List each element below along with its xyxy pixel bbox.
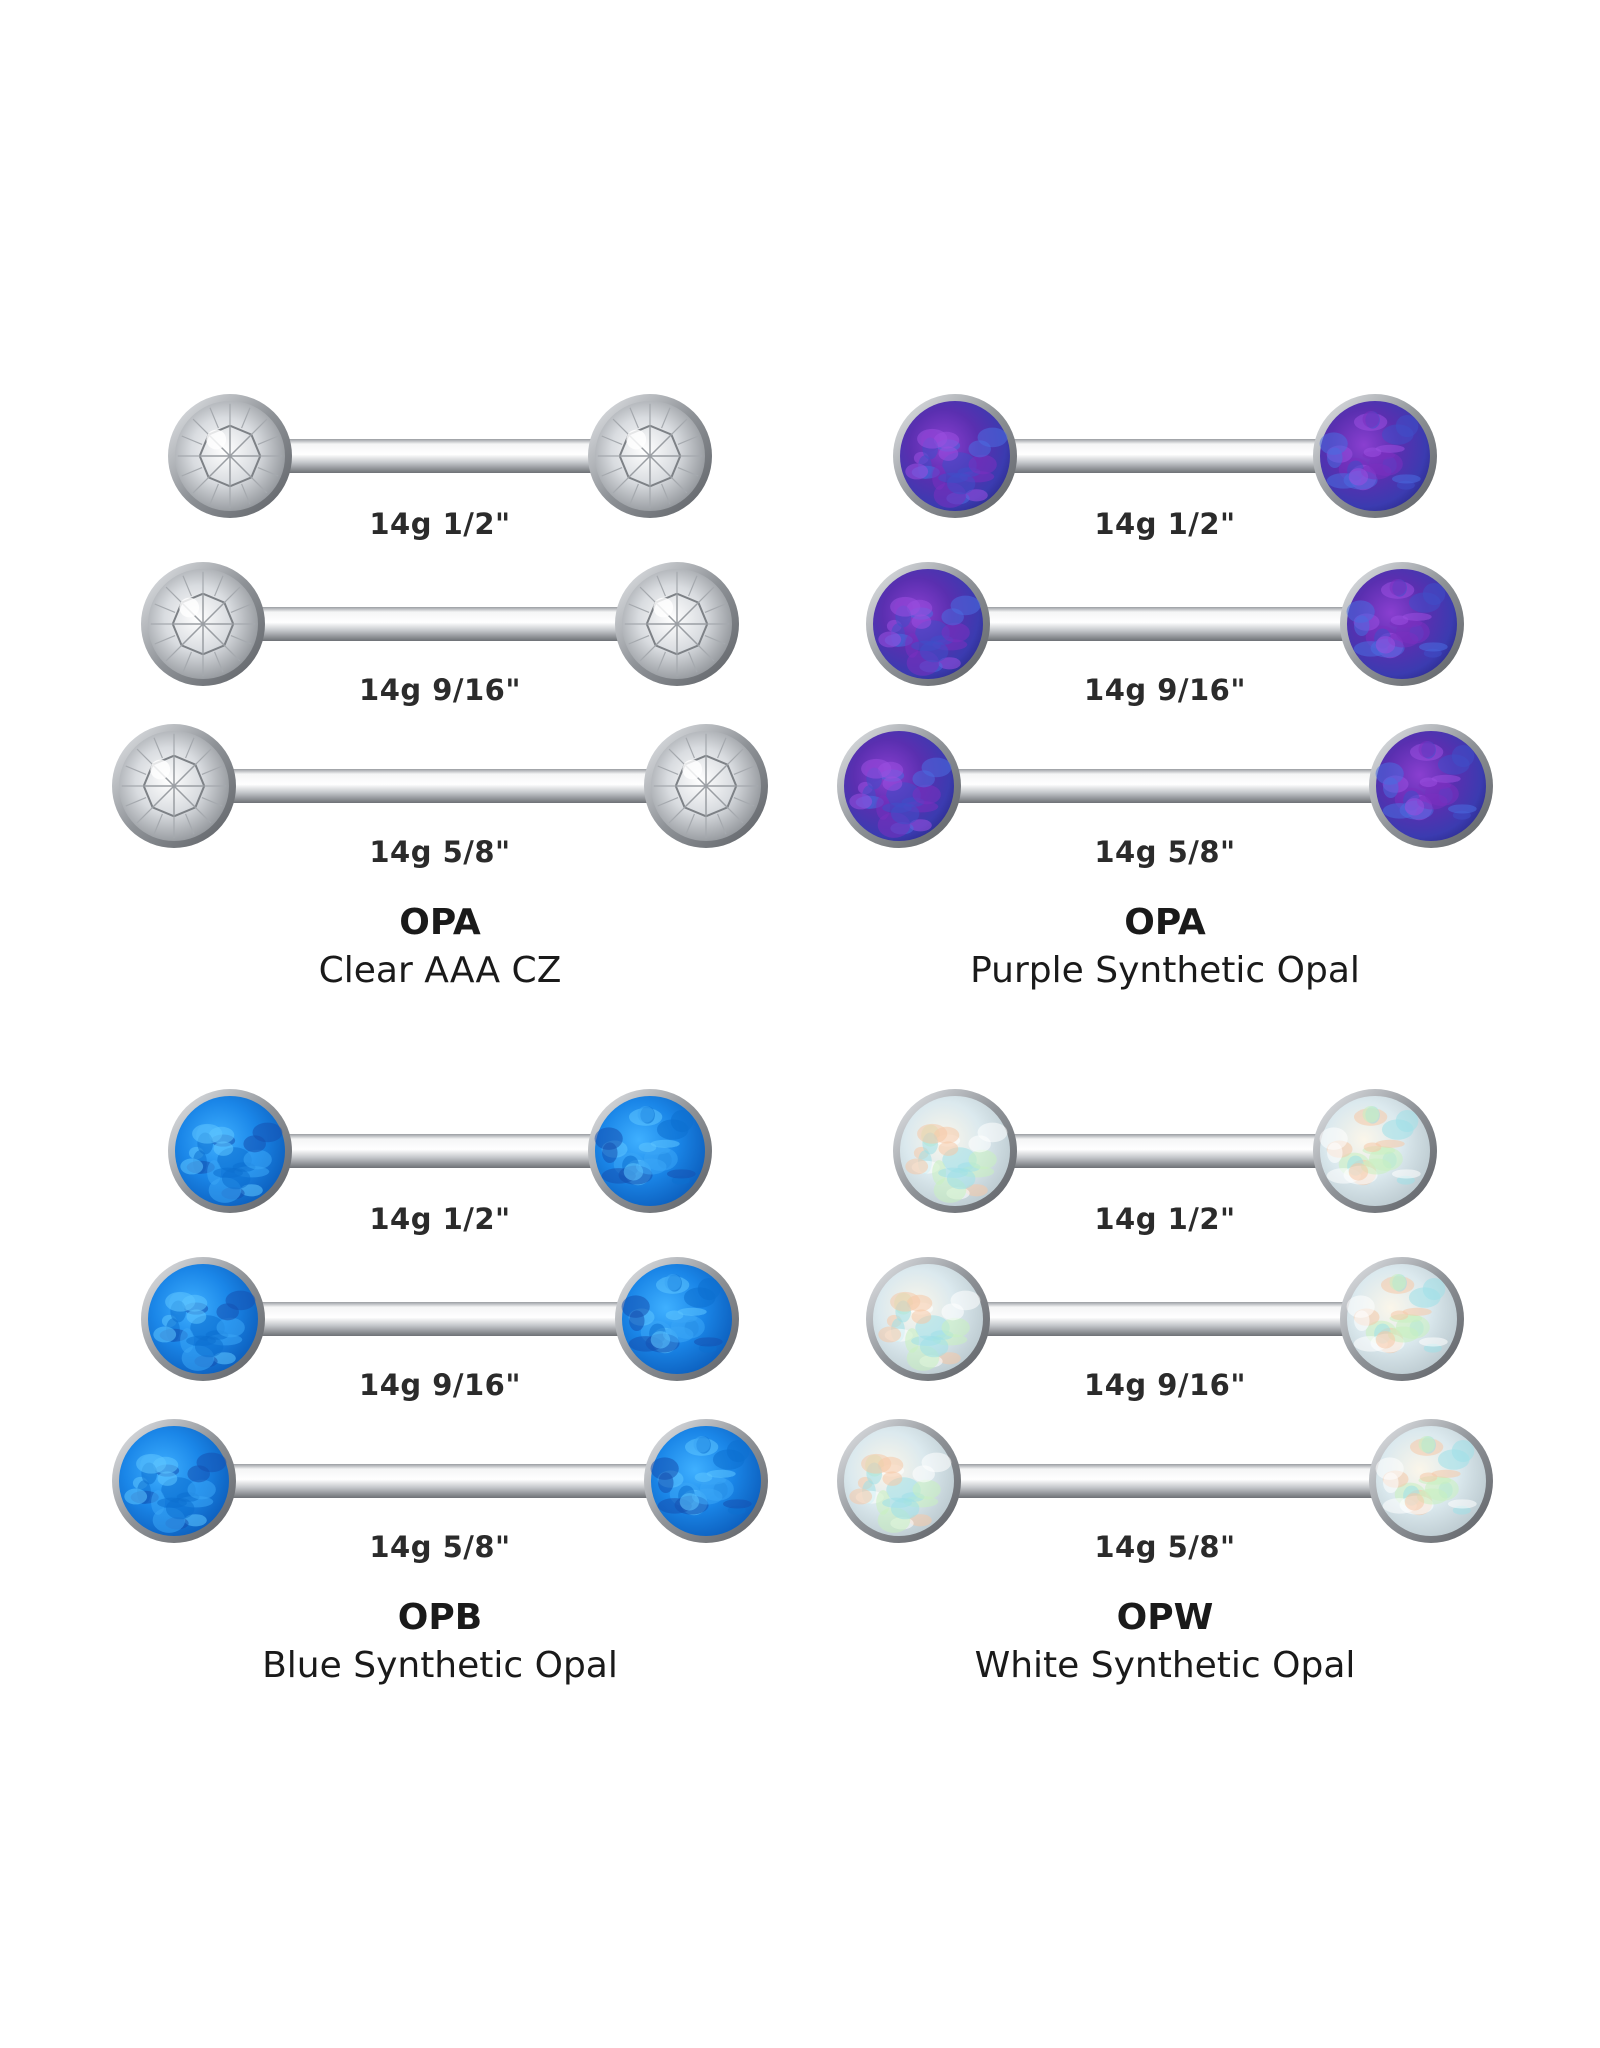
barbell-5-8 (40, 1385, 840, 1585)
size-label: 14g 9/16" (1084, 673, 1246, 707)
barbell-graphic (837, 1419, 1493, 1543)
barbell-5-8 (40, 690, 840, 890)
barbell-shaft (230, 1134, 650, 1168)
barbell-shaft (203, 607, 677, 641)
barbell-graphic (141, 562, 739, 686)
barbell-shaft (230, 439, 650, 473)
gem-ball-left (837, 1419, 961, 1543)
barbell-shaft (203, 1302, 677, 1336)
gem-ball-left (866, 562, 990, 686)
gem-ball-right (588, 394, 712, 518)
gem-ball-left (141, 1257, 265, 1381)
product-code: OPB (397, 1597, 483, 1638)
gem-ball-right (644, 1419, 768, 1543)
gem-ball-right (1313, 1089, 1437, 1213)
barbell-graphic (837, 724, 1493, 848)
gem-ball-left (893, 1089, 1017, 1213)
barbell-9-16 (40, 528, 840, 728)
size-label: 14g 1/2" (369, 507, 511, 541)
gem-ball-left (893, 394, 1017, 518)
gem-ball-right (644, 724, 768, 848)
gem-ball-right (615, 1257, 739, 1381)
gem-ball-right (1313, 394, 1437, 518)
barbell-graphic (112, 1419, 768, 1543)
barbell-9-16 (765, 1223, 1565, 1423)
barbell-9-16 (40, 1223, 840, 1423)
size-label: 14g 1/2" (1094, 507, 1236, 541)
barbell-graphic (893, 394, 1437, 518)
gem-ball-left (168, 1089, 292, 1213)
product-description: Purple Synthetic Opal (970, 950, 1360, 991)
product-panel-white-opal: 14g 1/2" 14g 9/16" 14g 5/8" OPW White Sy… (765, 1055, 1565, 1735)
product-description: Blue Synthetic Opal (262, 1645, 618, 1686)
barbell-shaft (174, 1464, 706, 1498)
barbell-graphic (168, 1089, 712, 1213)
barbell-graphic (168, 394, 712, 518)
barbell-1-2 (765, 360, 1565, 560)
gem-ball-left (141, 562, 265, 686)
size-label: 14g 9/16" (1084, 1368, 1246, 1402)
size-label: 14g 5/8" (1094, 835, 1236, 869)
size-label: 14g 5/8" (369, 1530, 511, 1564)
barbell-graphic (141, 1257, 739, 1381)
barbell-graphic (866, 562, 1464, 686)
size-label: 14g 5/8" (1094, 1530, 1236, 1564)
barbell-shaft (955, 439, 1375, 473)
barbell-shaft (899, 1464, 1431, 1498)
gem-ball-right (1340, 562, 1464, 686)
gem-ball-left (112, 1419, 236, 1543)
barbell-graphic (112, 724, 768, 848)
barbell-shaft (899, 769, 1431, 803)
barbell-9-16 (765, 528, 1565, 728)
barbell-shaft (955, 1134, 1375, 1168)
barbell-1-2 (40, 1055, 840, 1255)
barbell-5-8 (765, 1385, 1565, 1585)
gem-ball-left (168, 394, 292, 518)
barbell-5-8 (765, 690, 1565, 890)
barbell-1-2 (765, 1055, 1565, 1255)
product-panel-blue-opal: 14g 1/2" 14g 9/16" 14g 5/8" OPB Blue Syn… (40, 1055, 840, 1735)
barbell-graphic (866, 1257, 1464, 1381)
product-code: OPW (1116, 1597, 1214, 1638)
gem-ball-left (112, 724, 236, 848)
barbell-shaft (928, 1302, 1402, 1336)
barbell-1-2 (40, 360, 840, 560)
gem-ball-right (588, 1089, 712, 1213)
size-label: 14g 1/2" (369, 1202, 511, 1236)
gem-ball-left (837, 724, 961, 848)
size-label: 14g 1/2" (1094, 1202, 1236, 1236)
barbell-shaft (174, 769, 706, 803)
barbell-shaft (928, 607, 1402, 641)
gem-ball-right (1340, 1257, 1464, 1381)
gem-ball-right (615, 562, 739, 686)
gem-ball-right (1369, 724, 1493, 848)
product-description: Clear AAA CZ (318, 950, 562, 991)
product-description: White Synthetic Opal (974, 1645, 1356, 1686)
gem-ball-right (1369, 1419, 1493, 1543)
barbell-graphic (893, 1089, 1437, 1213)
gem-ball-left (866, 1257, 990, 1381)
size-label: 14g 9/16" (359, 1368, 521, 1402)
product-panel-clear-cz: 14g 1/2" 14g 9/16" 14g 5/8" OPA Clear AA… (40, 360, 840, 1040)
size-label: 14g 5/8" (369, 835, 511, 869)
product-panel-purple-opal: 14g 1/2" 14g 9/16" 14g 5/8" OPA Purple S… (765, 360, 1565, 1040)
product-code: OPA (1124, 902, 1206, 943)
size-label: 14g 9/16" (359, 673, 521, 707)
product-code: OPA (399, 902, 481, 943)
